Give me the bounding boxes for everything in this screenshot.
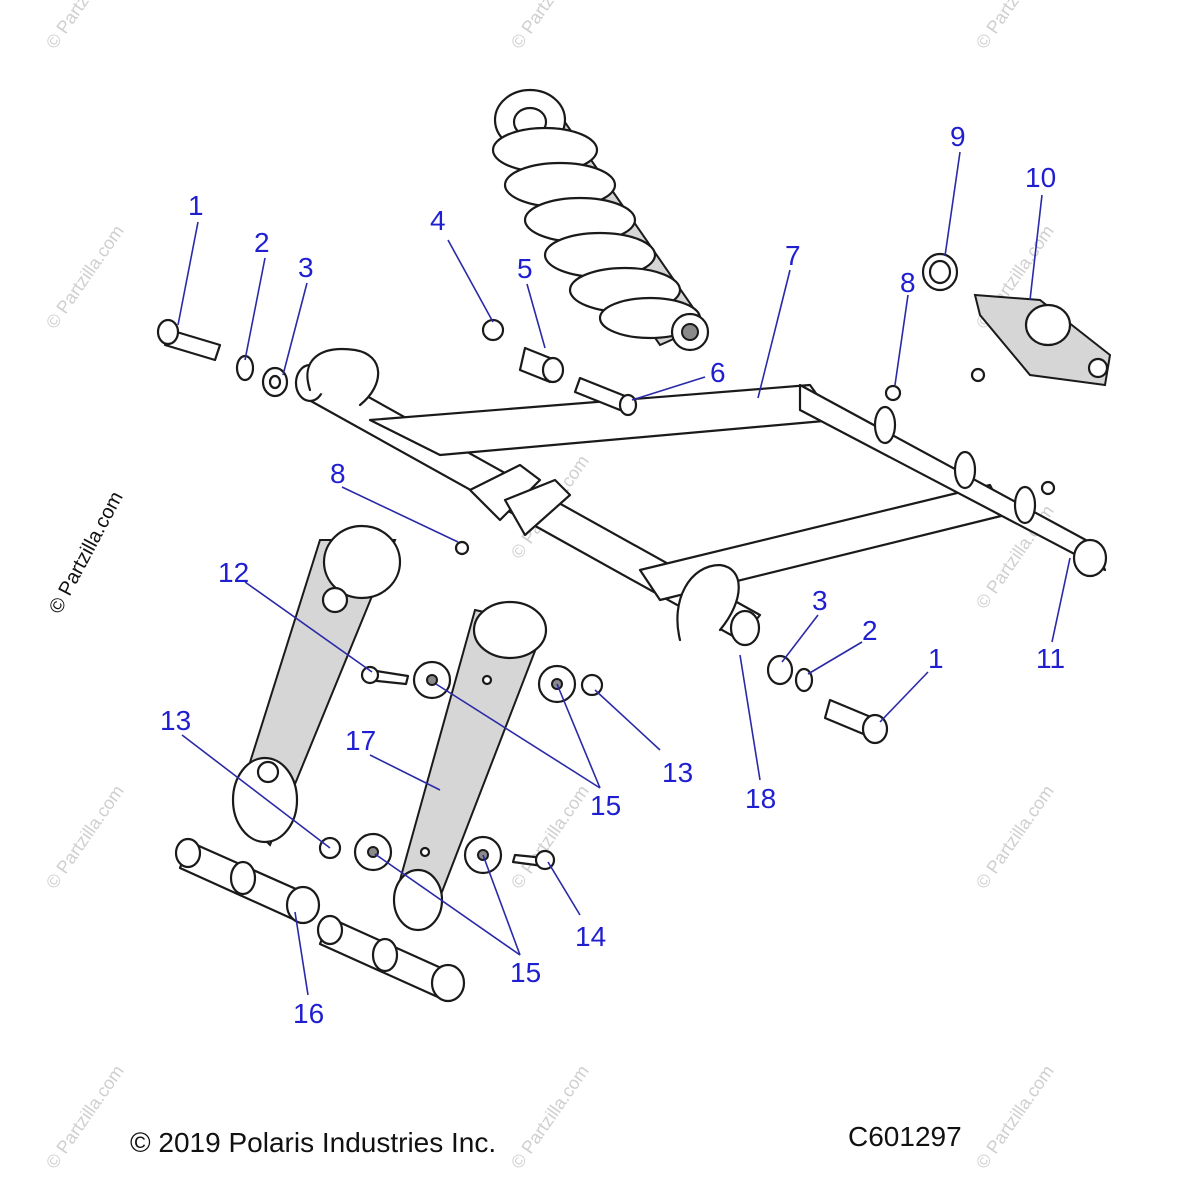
callout-10: 10: [1025, 162, 1056, 193]
callout-3: 3: [298, 252, 314, 283]
watermark: © Partzilla.com: [42, 1061, 128, 1172]
watermark: © Partzilla.com: [507, 781, 593, 892]
callout-5: 5: [517, 253, 533, 284]
callout-11: 11: [1036, 643, 1065, 674]
figure-code: C601297: [848, 1121, 962, 1152]
callout-14: 14: [575, 921, 606, 952]
callout-17: 17: [345, 725, 376, 756]
watermark: © Partzilla.com: [42, 781, 128, 892]
callout-2: 2: [254, 227, 270, 258]
watermark: © Partzilla.com: [507, 1061, 593, 1172]
rear-arm-frame: [294, 347, 1108, 647]
watermark: © Partzilla.com: [42, 221, 128, 332]
watermark: © Partzilla.com: [972, 0, 1058, 52]
callout-9: 9: [950, 121, 966, 152]
shock-absorber: [491, 88, 710, 352]
callout-13: 13: [662, 757, 693, 788]
bushings: [174, 837, 466, 1003]
callout-13: 13: [160, 705, 191, 736]
watermark: © Partzilla.com: [42, 0, 128, 52]
leader-lines: [177, 151, 1071, 996]
watermark: © Partzilla.com: [507, 0, 593, 52]
callout-4: 4: [430, 205, 446, 236]
callout-18: 18: [745, 783, 776, 814]
hardware: [156, 252, 1112, 745]
callout-12: 12: [218, 557, 249, 588]
callout-3: 3: [812, 585, 828, 616]
copyright-text: © 2019 Polaris Industries Inc.: [130, 1127, 496, 1158]
callout-1: 1: [188, 190, 204, 221]
watermark: © Partzilla.com: [972, 781, 1058, 892]
callout-7: 7: [785, 240, 801, 271]
callout-8: 8: [900, 267, 916, 298]
watermark: © Partzilla.com: [972, 1061, 1058, 1172]
callouts: 1 2 3 4 5 6 7 8 8 9 10 11 12 13 13 3 2 1…: [160, 121, 1065, 1029]
linkage-hardware: [318, 660, 604, 875]
linkage-arms: [231, 524, 548, 932]
callout-15: 15: [510, 957, 541, 988]
callout-2: 2: [862, 615, 878, 646]
callout-8: 8: [330, 458, 346, 489]
callout-1: 1: [928, 643, 944, 674]
side-watermark: © Partzilla.com: [45, 488, 128, 617]
callout-16: 16: [293, 998, 324, 1029]
callout-15: 15: [590, 790, 621, 821]
callout-6: 6: [710, 357, 726, 388]
